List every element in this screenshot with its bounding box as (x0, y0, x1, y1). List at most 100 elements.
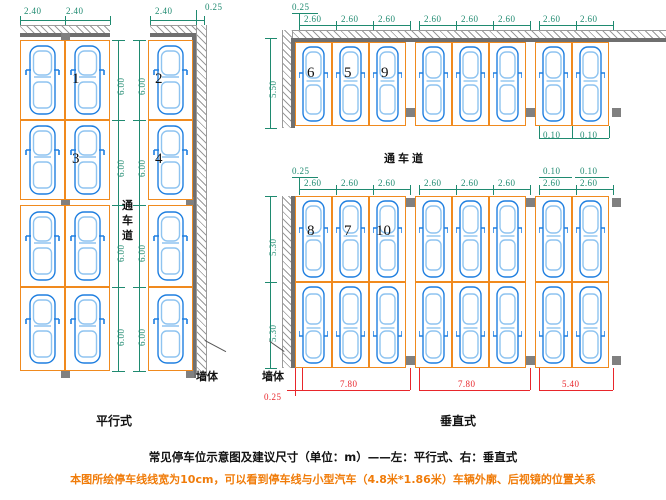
stall-top-3[interactable] (369, 42, 406, 126)
car-top-view-icon-bu5 (456, 199, 485, 279)
wall-bar-top-right-scheme (292, 38, 666, 42)
stall-leftscheme-right-r1[interactable] (148, 40, 193, 120)
right-top-dim-6: 2.60 (498, 14, 516, 24)
stall-left-r1c2[interactable] (65, 40, 110, 120)
right-bottom-dim-6: 2.60 (498, 178, 516, 188)
stall-bot-u3[interactable] (369, 196, 406, 282)
pillar-icon-l1 (61, 33, 70, 40)
stall-bot-u5[interactable] (452, 196, 489, 282)
red-ext-2 (302, 368, 303, 390)
depth-tick-a5 (112, 371, 125, 372)
stall-bot-l1[interactable] (295, 282, 332, 368)
right-top-lead-dim: 0.25 (292, 2, 310, 12)
stall-bot-l8[interactable] (572, 282, 609, 368)
wall-hatch-right-vertical (196, 25, 207, 375)
left-top-dim-rule-3 (196, 20, 204, 21)
pillar-icon-t2 (526, 108, 535, 117)
car-top-view-icon-l-r3c2 (70, 210, 105, 282)
pillar-icon-l2 (61, 197, 70, 205)
stall-number-4: 4 (155, 151, 163, 167)
right-bottom-tick-11 (613, 185, 614, 195)
depth-dim-a2: 6.00 (116, 159, 126, 177)
red-ext-6 (539, 368, 540, 390)
red-dim-2: 7.80 (458, 379, 476, 389)
stall-number-2: 2 (155, 71, 163, 87)
stall-left-r1c1[interactable] (20, 40, 65, 120)
stall-top-7[interactable] (535, 42, 572, 126)
depth-tick-b2 (133, 120, 146, 121)
car-top-view-icon-l-r1c2 (70, 44, 105, 116)
stall-bot-u8[interactable] (572, 196, 609, 282)
left-top-dim-tick-3 (110, 16, 111, 25)
depth-tick-a3 (112, 205, 125, 206)
left-top-dim-3: 2.40 (155, 6, 173, 16)
stall-top-2[interactable] (332, 42, 369, 126)
right-bottom-lead-tick (299, 177, 300, 185)
right-bottom-depth-dim-2: 5.30 (268, 324, 278, 342)
right-bottom-dim-8: 2.60 (580, 178, 598, 188)
stall-bot-l7[interactable] (535, 282, 572, 368)
right-top-tick-11 (613, 21, 614, 30)
car-top-view-icon-bl5 (456, 285, 485, 365)
right-bottom-tick-6 (456, 185, 457, 195)
stall-bot-l2[interactable] (332, 282, 369, 368)
stall-bot-u2[interactable] (332, 196, 369, 282)
depth-dim-b3: 6.00 (137, 244, 147, 262)
gap-tick-t2 (572, 126, 573, 138)
pillar-icon-b1 (406, 198, 415, 207)
right-top-lead-tick (299, 13, 300, 21)
stall-top-4[interactable] (415, 42, 452, 126)
left-top-dim-tick-5 (196, 10, 197, 25)
red-ext-7 (613, 368, 614, 390)
wall-bar-left-bottom-rows (291, 196, 295, 368)
stall-leftscheme-right-r2[interactable] (148, 120, 193, 200)
car-top-view-icon-l-r2c1 (25, 124, 60, 196)
pillar-icon-b4 (406, 356, 415, 365)
right-top-tick-2 (336, 21, 337, 30)
driveway-label-left: 通车道 (122, 199, 133, 242)
right-bottom-rule-g2 (419, 189, 530, 190)
stall-top-6[interactable] (489, 42, 526, 126)
red-dim-wall-offset: 0.25 (264, 392, 282, 402)
stall-top-5[interactable] (452, 42, 489, 126)
stall-bot-u6[interactable] (489, 196, 526, 282)
stall-number-6: 6 (307, 65, 315, 81)
car-top-view-icon-l-r1c1 (25, 44, 60, 116)
stall-top-1[interactable] (295, 42, 332, 126)
right-bottom-dim-7: 2.60 (543, 178, 561, 188)
right-top-depth-tick-2 (265, 128, 277, 129)
red-ext-1 (295, 368, 296, 396)
right-top-tick-7 (493, 21, 494, 30)
red-ext-5 (530, 368, 531, 390)
stall-bot-l3[interactable] (369, 282, 406, 368)
car-top-view-icon-bu6 (493, 199, 522, 279)
depth-dim-a4: 6.00 (116, 328, 126, 346)
right-bottom-tick-9 (539, 185, 540, 195)
wall-label-right: 墙体 (262, 370, 284, 383)
stall-bot-u1[interactable] (295, 196, 332, 282)
right-top-tick-8 (530, 21, 531, 30)
stall-bot-u4[interactable] (415, 196, 452, 282)
depth-dim-b2: 6.00 (137, 159, 147, 177)
car-top-view-icon-bu2 (336, 199, 365, 279)
stall-bot-l5[interactable] (452, 282, 489, 368)
stall-left-r2c2[interactable] (65, 120, 110, 200)
right-top-dim-5: 2.60 (461, 14, 479, 24)
stall-bot-l6[interactable] (489, 282, 526, 368)
right-bottom-lead-dim: 0.25 (292, 166, 310, 176)
right-top-dim-4: 2.60 (424, 14, 442, 24)
stall-left-r2c1[interactable] (20, 120, 65, 200)
right-bottom-lead-rule (292, 177, 318, 178)
car-top-view-icon-lr-r4 (153, 293, 188, 365)
depth-tick-b1 (133, 40, 146, 41)
right-bottom-dim-4: 2.60 (424, 178, 442, 188)
right-bottom-depth-tick-3 (265, 368, 277, 369)
stall-top-8[interactable] (572, 42, 609, 126)
stall-bot-l4[interactable] (415, 282, 452, 368)
car-top-view-icon-l-r3c1 (25, 210, 60, 282)
right-top-lead-rule (292, 13, 318, 14)
right-top-tick-3 (373, 21, 374, 30)
stall-bot-u7[interactable] (535, 196, 572, 282)
right-top-dim-3: 2.60 (378, 14, 396, 24)
right-bottom-depth-dim-1: 5.30 (268, 238, 278, 256)
